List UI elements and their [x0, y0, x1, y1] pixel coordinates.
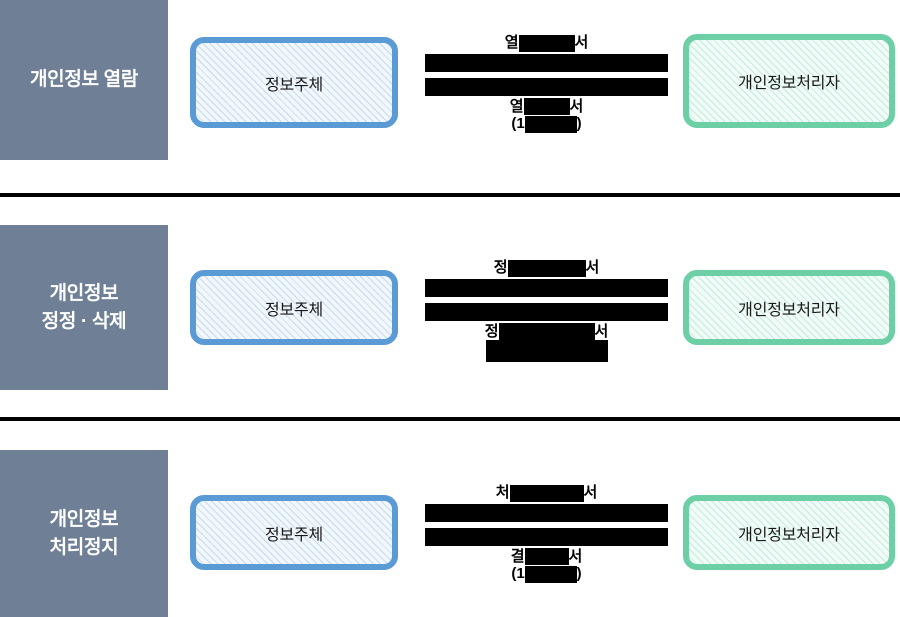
party-box-data-controller: 개인정보처리자	[683, 270, 895, 345]
category-label-correction-deletion: 개인정보 정정 · 삭제	[41, 282, 127, 332]
caption-prefix: 처	[495, 484, 510, 501]
party-box-data-subject: 정보주체	[190, 270, 398, 345]
party-box-data-subject: 정보주체	[190, 495, 398, 570]
redaction-bar-inline	[498, 323, 595, 341]
party-label-data-controller: 개인정보처리자	[738, 526, 840, 544]
party-label-data-subject: 정보주체	[264, 526, 324, 544]
party-label-data-controller: 개인정보처리자	[738, 301, 840, 319]
section-divider-1	[0, 193, 900, 197]
caption-suffix: 서	[585, 259, 600, 276]
redaction-bar-arrow-forward	[425, 503, 668, 522]
party-label-data-subject: 정보주체	[264, 76, 324, 94]
caption-suffix: 서	[568, 547, 583, 565]
category-block-processing-suspension: 개인정보 처리정지	[0, 450, 168, 617]
redaction-block-correction	[485, 340, 608, 363]
caption-prefix: 열	[504, 34, 519, 51]
flow-note-access: (1)	[425, 115, 668, 133]
caption-suffix: 서	[574, 34, 589, 51]
redaction-bar-arrow-backward	[425, 77, 668, 96]
redaction-bar-arrow-backward	[425, 302, 668, 321]
note-suffix: )	[576, 115, 582, 133]
caption-prefix: 정	[484, 322, 499, 340]
category-label-access: 개인정보 열람	[29, 69, 139, 91]
redaction-bar-arrow-forward	[425, 278, 668, 297]
redaction-bar-inline	[524, 548, 569, 566]
category-block-correction-deletion: 개인정보 정정 · 삭제	[0, 225, 168, 390]
note-suffix: )	[576, 565, 582, 583]
redaction-bar-inline	[524, 565, 577, 583]
party-box-data-subject: 정보주체	[190, 37, 398, 128]
note-prefix: (1	[511, 565, 525, 583]
caption-suffix: 서	[594, 322, 609, 340]
caption-prefix: 결	[510, 547, 525, 565]
redaction-bar-inline	[518, 34, 575, 52]
category-block-access: 개인정보 열람	[0, 0, 168, 160]
redaction-bar-inline	[507, 259, 586, 277]
category-label-processing-suspension: 개인정보 처리정지	[49, 508, 119, 558]
redaction-bar-arrow-forward	[425, 53, 668, 72]
party-label-data-subject: 정보주체	[264, 301, 324, 319]
party-box-data-controller: 개인정보처리자	[683, 34, 895, 128]
party-label-data-controller: 개인정보처리자	[738, 75, 840, 92]
section-divider-2	[0, 417, 900, 421]
redaction-bar-inline	[509, 484, 584, 502]
redaction-bar-inline	[523, 98, 570, 116]
caption-prefix: 정	[493, 259, 508, 276]
caption-suffix: 서	[583, 484, 598, 501]
party-box-data-controller: 개인정보처리자	[683, 495, 895, 570]
caption-suffix: 서	[569, 97, 584, 115]
note-prefix: (1	[511, 115, 525, 133]
flow-note-suspension: (1)	[425, 565, 668, 583]
redaction-bar-inline	[524, 115, 577, 133]
caption-prefix: 열	[509, 97, 524, 115]
redaction-bar-arrow-backward	[425, 527, 668, 546]
